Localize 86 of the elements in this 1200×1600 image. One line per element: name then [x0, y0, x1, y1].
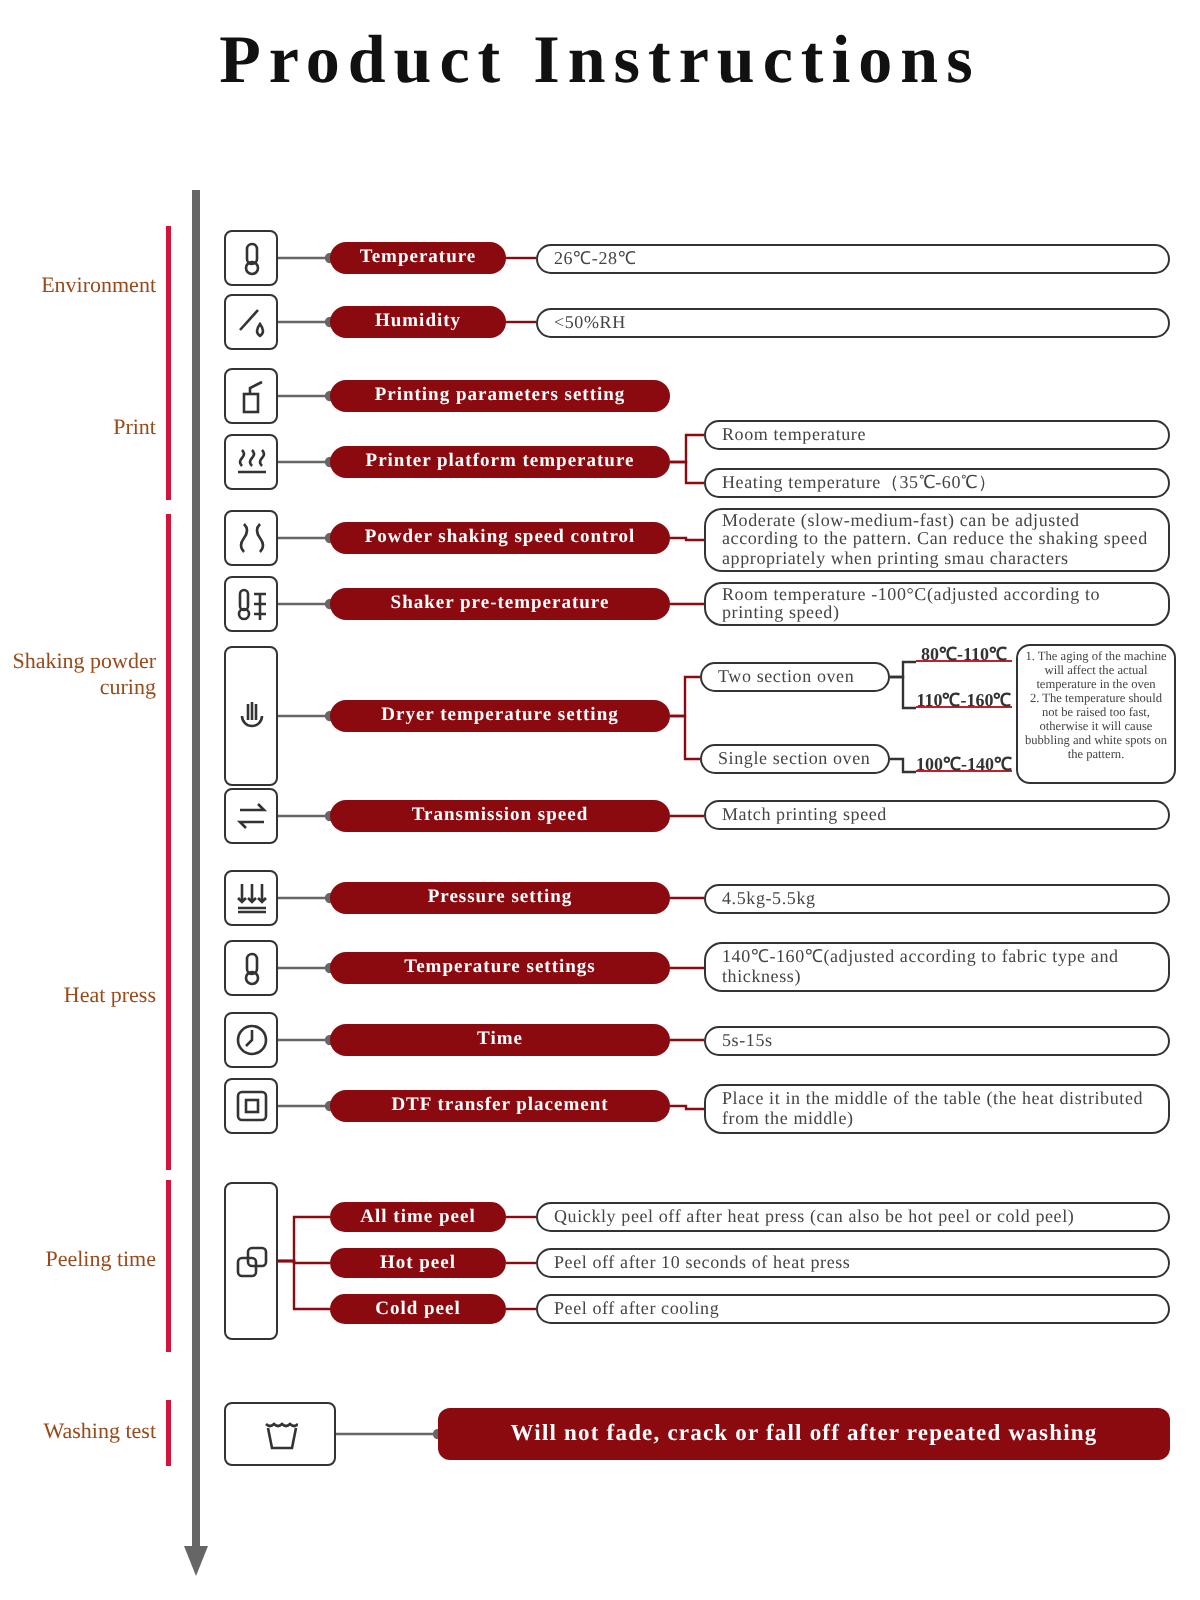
- step-pill: Transmission speed: [330, 800, 670, 832]
- bracket-line: [890, 675, 916, 710]
- value-box: 26℃-28℃: [536, 244, 1170, 274]
- value-box: Room temperature -100°C(adjusted according to printing speed): [704, 582, 1170, 626]
- bracket-line: [278, 1259, 330, 1311]
- value-box: Peel off after 10 seconds of heat press: [536, 1248, 1170, 1278]
- connector-line: [278, 1034, 336, 1046]
- step-pill: Printer platform temperature: [330, 446, 670, 478]
- step-pill: Pressure setting: [330, 882, 670, 914]
- bracket-line: [670, 814, 704, 818]
- icon-frame: [224, 940, 278, 996]
- connector-line: [278, 456, 336, 468]
- step-pill: Printing parameters setting: [330, 380, 670, 412]
- icon-frame: [224, 870, 278, 926]
- value-box: 140℃-160℃(adjusted according to fabric type and thickness): [704, 942, 1170, 992]
- connector-line: [278, 710, 336, 722]
- connector-line: [278, 532, 336, 544]
- banner-pill: Will not fade, crack or fall off after repeated washing: [438, 1408, 1170, 1460]
- bracket-line: [670, 460, 704, 485]
- icon-frame: [224, 230, 278, 286]
- value-box: Match printing speed: [704, 800, 1170, 830]
- step-pill: Temperature settings: [330, 952, 670, 984]
- value-box: Single section oven: [700, 744, 890, 774]
- value-box: Moderate (slow-medium-fast) can be adjusted according to the pattern. Can reduce the shaking speed appropriately when printing smau characters: [704, 508, 1170, 572]
- section-label: Washing test: [41, 1420, 156, 1446]
- connector-line: [278, 316, 336, 328]
- icon-frame: [224, 576, 278, 632]
- page-title: Product Instructions: [217, 24, 983, 100]
- icon-frame: [224, 434, 278, 490]
- icon-frame: [224, 1078, 278, 1134]
- value-box: Peel off after cooling: [536, 1294, 1170, 1324]
- step-pill: All time peel: [330, 1202, 506, 1232]
- section-label: Heat press: [61, 984, 156, 1010]
- connector-line: [278, 252, 336, 264]
- step-pill: Powder shaking speed control: [330, 522, 670, 554]
- value-box: Quickly peel off after heat press (can also be hot peel or cold peel): [536, 1202, 1170, 1232]
- bracket-line: [506, 320, 536, 324]
- step-pill: Temperature: [330, 242, 506, 274]
- section-label: Environment: [39, 274, 156, 300]
- icon-frame: [224, 1402, 336, 1466]
- step-pill: Dryer temperature setting: [330, 700, 670, 732]
- icon-frame: [224, 1182, 278, 1340]
- bracket-line: [506, 1215, 536, 1219]
- bracket-line: [670, 966, 704, 970]
- connector-line: [278, 892, 336, 904]
- value-box: Room temperature: [704, 420, 1170, 450]
- connector-line: [278, 962, 336, 974]
- note-box: [1016, 644, 1176, 784]
- value-box: Place it in the middle of the table (the heat distributed from the middle): [704, 1084, 1170, 1134]
- bracket-line: [506, 1307, 536, 1311]
- bracket-line: [506, 1261, 536, 1265]
- icon-frame: [224, 368, 278, 424]
- value-box: 5s-15s: [704, 1026, 1170, 1056]
- bracket-line: [670, 536, 704, 542]
- value-box: Heating temperature（35℃-60℃）: [704, 468, 1170, 498]
- bracket-line: [670, 1104, 704, 1111]
- bracket-line: [670, 1038, 704, 1042]
- temperature-value: 100℃-140℃: [916, 750, 1012, 772]
- icon-frame: [224, 646, 278, 786]
- section-label: Peeling time: [43, 1248, 156, 1274]
- bracket-line: [670, 896, 704, 900]
- bracket-line: [890, 757, 916, 774]
- connector-line: [278, 598, 336, 610]
- connector-line: [278, 1100, 336, 1112]
- section-label: Print: [111, 416, 156, 442]
- connector-line: [278, 810, 336, 822]
- icon-frame: [224, 294, 278, 350]
- bracket-line: [670, 602, 704, 606]
- step-pill: Shaker pre-temperature: [330, 588, 670, 620]
- value-box: Two section oven: [700, 662, 890, 692]
- icon-frame: [224, 510, 278, 566]
- temperature-value: 80℃-110℃: [916, 640, 1012, 662]
- icon-frame: [224, 788, 278, 844]
- bracket-line: [506, 256, 536, 260]
- value-box: <50%RH: [536, 308, 1170, 338]
- step-pill: Time: [330, 1024, 670, 1056]
- temperature-value: 110℃-160℃: [916, 686, 1012, 708]
- icon-frame: [224, 1012, 278, 1068]
- value-box: 4.5kg-5.5kg: [704, 884, 1170, 914]
- connector-line: [278, 390, 336, 402]
- section-label: Shaking powder curing: [10, 650, 156, 702]
- step-pill: Humidity: [330, 306, 506, 338]
- step-pill: Hot peel: [330, 1248, 506, 1278]
- step-pill: DTF transfer placement: [330, 1090, 670, 1122]
- bracket-line: [670, 714, 700, 761]
- step-pill: Cold peel: [330, 1294, 506, 1324]
